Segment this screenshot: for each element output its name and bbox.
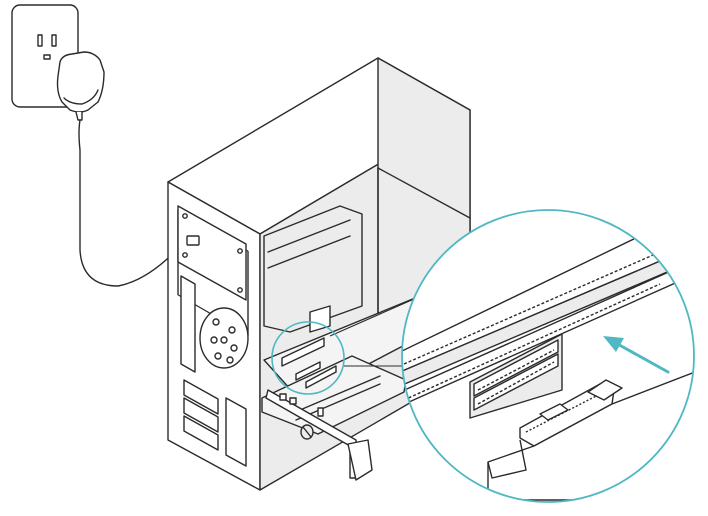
- power-adapter-icon: [56, 51, 105, 121]
- insert-arrow-icon: [603, 336, 670, 374]
- magnified-pcie-slot-view: [401, 209, 695, 503]
- pcie-slot-closeup-indicator: [281, 337, 337, 389]
- pcie-card-icon: [261, 355, 407, 481]
- power-cable: [78, 119, 185, 287]
- small-highlight-circle: [271, 321, 345, 395]
